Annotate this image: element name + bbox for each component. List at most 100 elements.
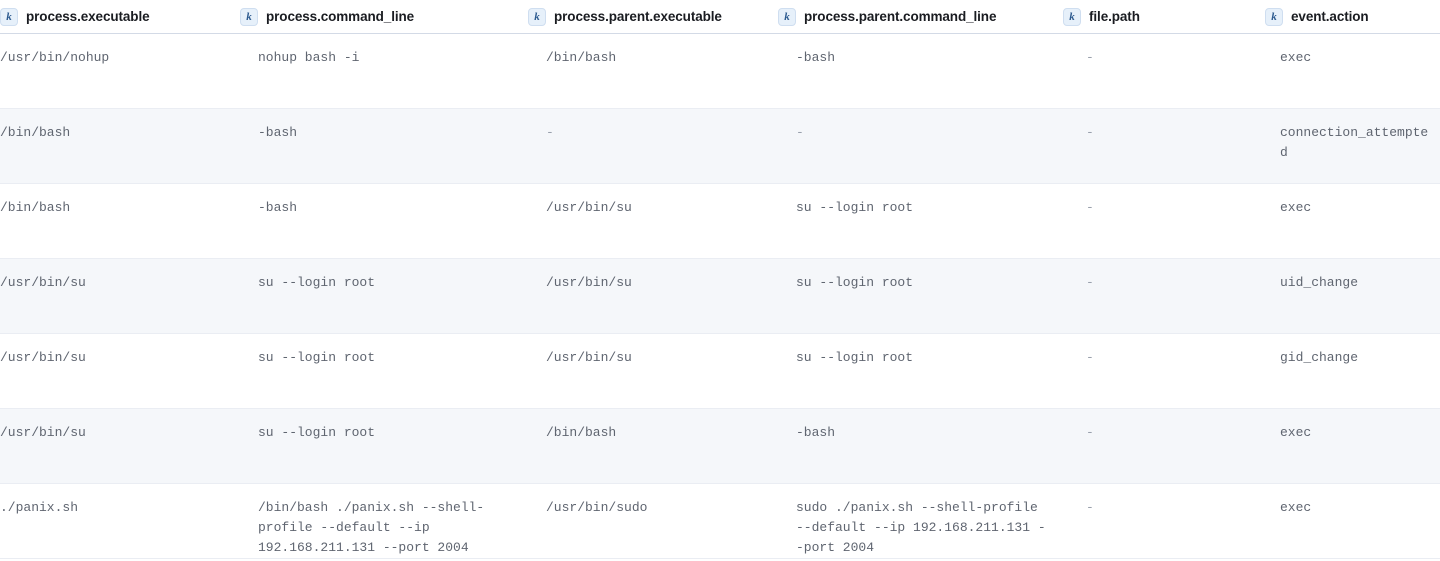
cell-process-parent-executable: /usr/bin/su	[528, 183, 778, 259]
column-header-process-parent-executable[interactable]: k process.parent.executable	[528, 0, 778, 34]
cell-process-executable: /bin/bash	[0, 183, 240, 259]
cell-process-command-line: -bash	[240, 183, 528, 259]
table-row[interactable]: /usr/bin/su su --login root /usr/bin/su …	[0, 258, 1440, 334]
cell-process-command-line: -bash	[240, 108, 528, 184]
cell-value: nohup bash -i	[258, 50, 360, 65]
cell-process-parent-command-line: su --login root	[778, 183, 1063, 259]
cell-value: /usr/bin/su	[0, 425, 86, 440]
cell-value: -	[1086, 350, 1094, 365]
cell-process-executable: /usr/bin/su	[0, 408, 240, 484]
cell-file-path: -	[1063, 483, 1265, 559]
cell-value: -bash	[258, 125, 298, 140]
cell-value: connection_attempted	[1280, 125, 1429, 160]
table-row[interactable]: /bin/bash -bash - - - connection_attempt…	[0, 108, 1440, 184]
cell-event-action: exec	[1265, 33, 1440, 109]
cell-value: su --login root	[258, 425, 376, 440]
data-grid-header: k process.executable k process.command_l…	[0, 0, 1440, 34]
cell-value: -bash	[796, 425, 836, 440]
cell-process-command-line: su --login root	[240, 408, 528, 484]
cell-value: -	[1086, 125, 1094, 140]
column-header-label: event.action	[1291, 9, 1369, 24]
column-header-label: process.parent.command_line	[804, 9, 997, 24]
cell-value: /usr/bin/su	[546, 275, 632, 290]
column-header-process-parent-command-line[interactable]: k process.parent.command_line	[778, 0, 1063, 34]
cell-process-command-line: su --login root	[240, 258, 528, 334]
cell-event-action: exec	[1265, 183, 1440, 259]
column-header-event-action[interactable]: k event.action	[1265, 0, 1440, 34]
cell-value: -	[1086, 500, 1094, 515]
keyword-field-icon: k	[240, 7, 258, 26]
cell-value: /usr/bin/su	[546, 350, 632, 365]
keyword-field-icon: k	[1265, 7, 1283, 26]
cell-process-parent-executable: /usr/bin/su	[528, 333, 778, 409]
cell-process-command-line: su --login root	[240, 333, 528, 409]
cell-file-path: -	[1063, 408, 1265, 484]
cell-value: ./panix.sh	[0, 500, 79, 515]
cell-value: /bin/bash	[0, 200, 71, 215]
cell-event-action: uid_change	[1265, 258, 1440, 334]
cell-file-path: -	[1063, 108, 1265, 184]
cell-process-parent-command-line: sudo ./panix.sh --shell-profile --defaul…	[778, 483, 1063, 559]
cell-value: -	[546, 125, 554, 140]
column-header-file-path[interactable]: k file.path	[1063, 0, 1265, 34]
cell-event-action: exec	[1265, 408, 1440, 484]
column-header-process-command-line[interactable]: k process.command_line	[240, 0, 528, 34]
cell-value: /bin/bash	[0, 125, 71, 140]
cell-value: exec	[1280, 425, 1312, 440]
column-header-process-executable[interactable]: k process.executable	[0, 0, 240, 34]
cell-value: uid_change	[1280, 275, 1359, 290]
cell-value: su --login root	[796, 275, 914, 290]
cell-process-parent-command-line: su --login root	[778, 258, 1063, 334]
cell-process-parent-executable: /bin/bash	[528, 408, 778, 484]
keyword-field-icon: k	[0, 7, 18, 26]
cell-process-executable: /bin/bash	[0, 108, 240, 184]
cell-process-executable: /usr/bin/nohup	[0, 33, 240, 109]
table-row[interactable]: /usr/bin/su su --login root /usr/bin/su …	[0, 333, 1440, 409]
cell-value: /usr/bin/su	[546, 200, 632, 215]
cell-process-command-line: nohup bash -i	[240, 33, 528, 109]
keyword-field-icon: k	[778, 7, 796, 26]
cell-process-parent-executable: -	[528, 108, 778, 184]
cell-event-action: exec	[1265, 483, 1440, 559]
cell-value: -bash	[796, 50, 836, 65]
table-row[interactable]: ./panix.sh /bin/bash ./panix.sh --shell-…	[0, 483, 1440, 559]
cell-value: /usr/bin/su	[0, 350, 86, 365]
cell-value: /bin/bash	[546, 425, 617, 440]
cell-file-path: -	[1063, 33, 1265, 109]
cell-value: -bash	[258, 200, 298, 215]
cell-file-path: -	[1063, 333, 1265, 409]
cell-process-parent-command-line: -bash	[778, 33, 1063, 109]
cell-value: gid_change	[1280, 350, 1359, 365]
cell-value: /bin/bash ./panix.sh --shell-profile --d…	[258, 500, 485, 555]
column-header-label: file.path	[1089, 9, 1140, 24]
cell-value: exec	[1280, 50, 1312, 65]
cell-value: -	[1086, 425, 1094, 440]
table-row[interactable]: /usr/bin/nohup nohup bash -i /bin/bash -…	[0, 33, 1440, 109]
cell-value: sudo ./panix.sh --shell-profile --defaul…	[796, 500, 1046, 555]
cell-value: -	[1086, 200, 1094, 215]
table-row[interactable]: /usr/bin/su su --login root /bin/bash -b…	[0, 408, 1440, 484]
column-header-label: process.command_line	[266, 9, 415, 24]
cell-file-path: -	[1063, 183, 1265, 259]
cell-value: su --login root	[258, 275, 376, 290]
cell-process-parent-command-line: -bash	[778, 408, 1063, 484]
cell-value: -	[1086, 275, 1094, 290]
cell-event-action: connection_attempted	[1265, 108, 1440, 184]
cell-value: /usr/bin/sudo	[546, 500, 648, 515]
cell-value: exec	[1280, 500, 1312, 515]
cell-process-parent-executable: /usr/bin/sudo	[528, 483, 778, 559]
cell-process-executable: /usr/bin/su	[0, 258, 240, 334]
table-row[interactable]: /bin/bash -bash /usr/bin/su su --login r…	[0, 183, 1440, 259]
cell-value: exec	[1280, 200, 1312, 215]
cell-value: -	[796, 125, 804, 140]
cell-value: /usr/bin/nohup	[0, 50, 110, 65]
keyword-field-icon: k	[1063, 7, 1081, 26]
cell-process-executable: /usr/bin/su	[0, 333, 240, 409]
cell-file-path: -	[1063, 258, 1265, 334]
cell-process-command-line: /bin/bash ./panix.sh --shell-profile --d…	[240, 483, 528, 559]
keyword-field-icon: k	[528, 7, 546, 26]
cell-process-parent-executable: /bin/bash	[528, 33, 778, 109]
cell-value: su --login root	[796, 350, 914, 365]
cell-process-parent-command-line: su --login root	[778, 333, 1063, 409]
